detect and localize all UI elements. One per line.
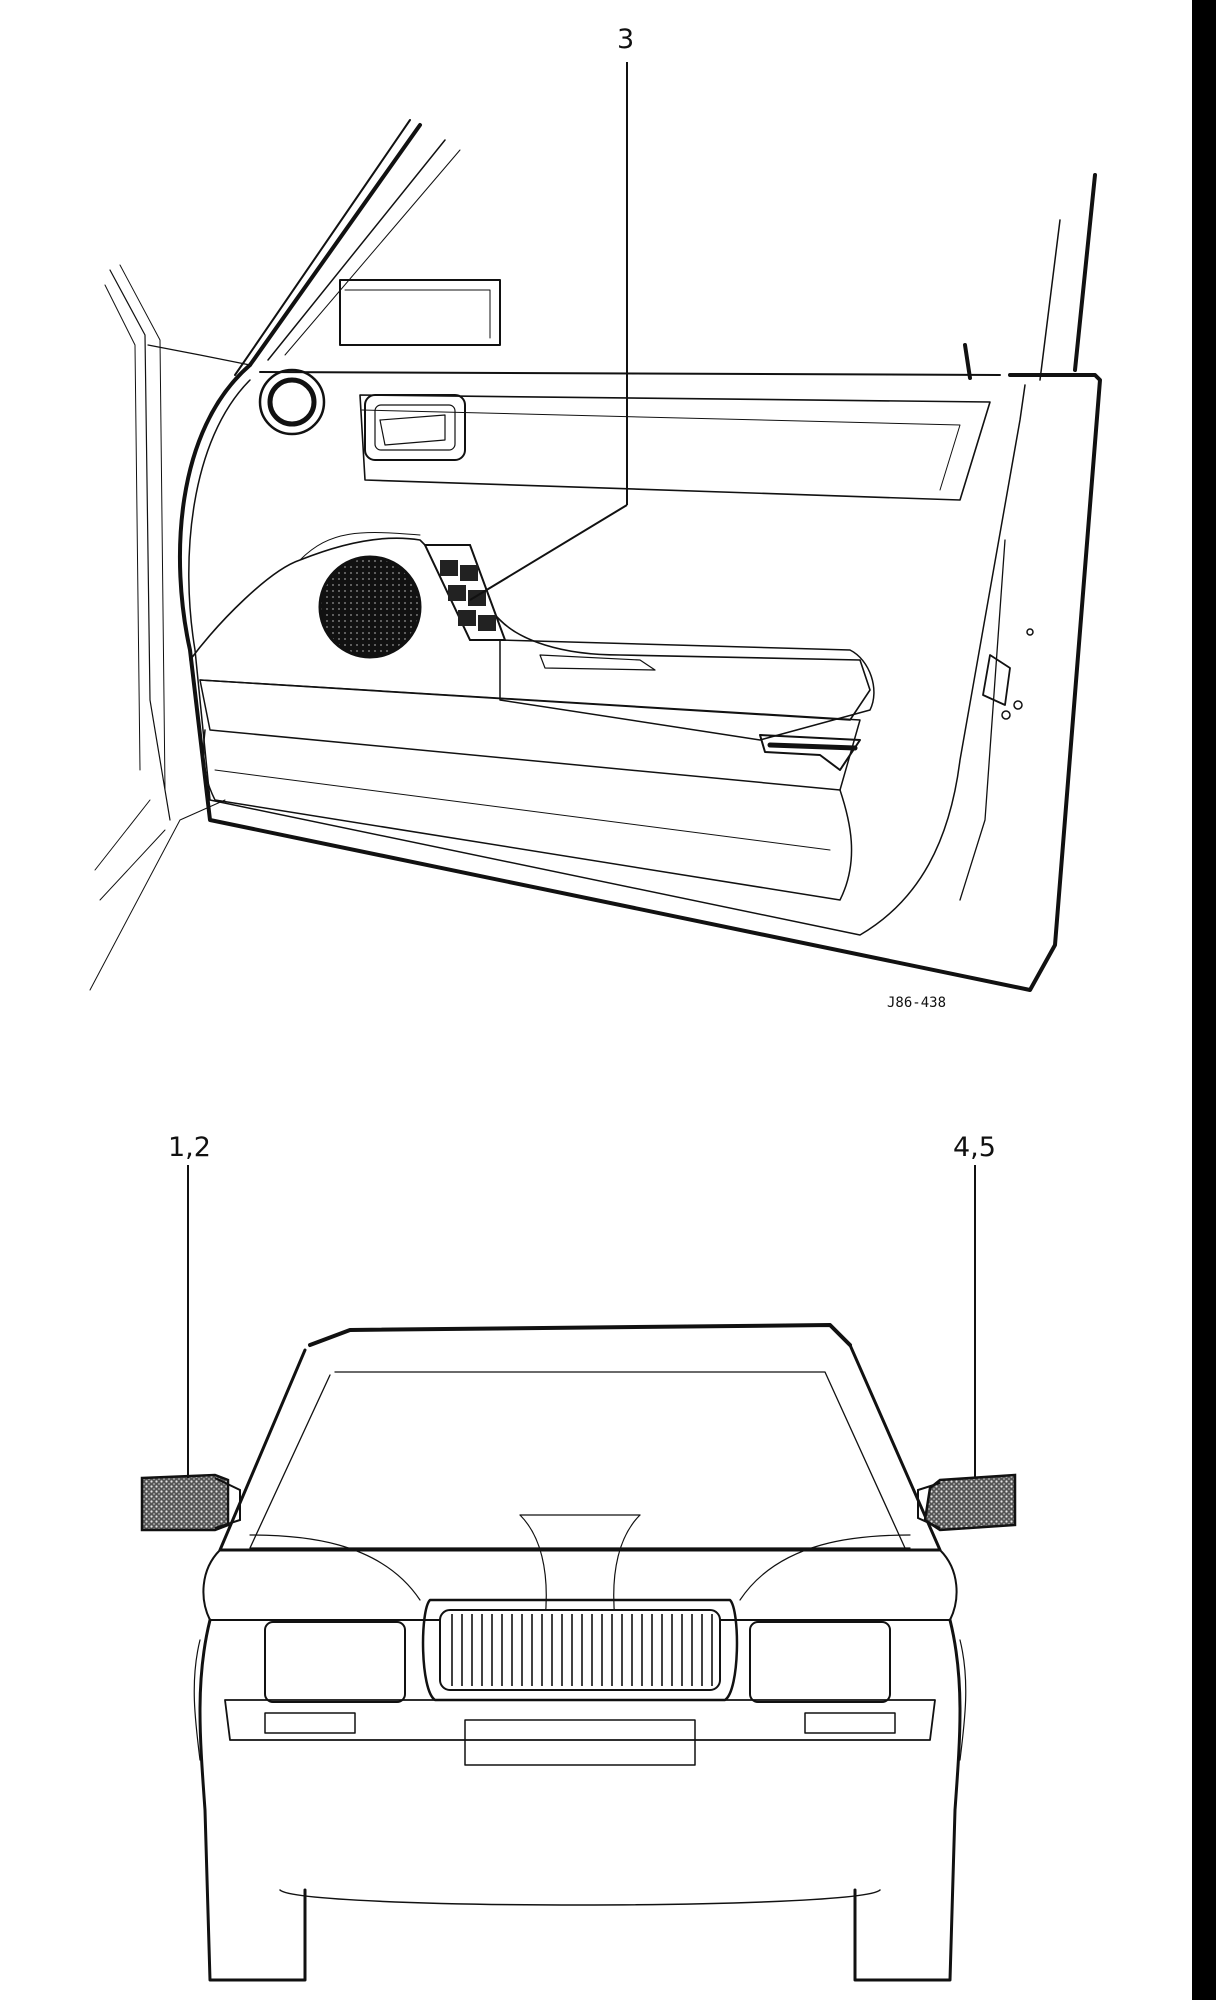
car-front-illustration	[193, 1323, 967, 1982]
callout-label-1-2: 1,2	[168, 1132, 211, 1163]
callout-label-3: 3	[617, 24, 634, 55]
left-door-mirror	[140, 1473, 241, 1532]
radiator-grille	[439, 1609, 721, 1691]
window-switch-pack	[423, 544, 507, 641]
leader-line-3-diagonal	[469, 504, 628, 601]
door-interior-illustration	[89, 119, 1102, 992]
figure-reference: J86-438	[887, 995, 946, 1011]
door-speaker	[318, 555, 422, 659]
scan-edge-bar	[1192, 0, 1216, 2000]
right-door-mirror	[917, 1473, 1017, 1532]
callout-label-4-5: 4,5	[953, 1132, 996, 1163]
